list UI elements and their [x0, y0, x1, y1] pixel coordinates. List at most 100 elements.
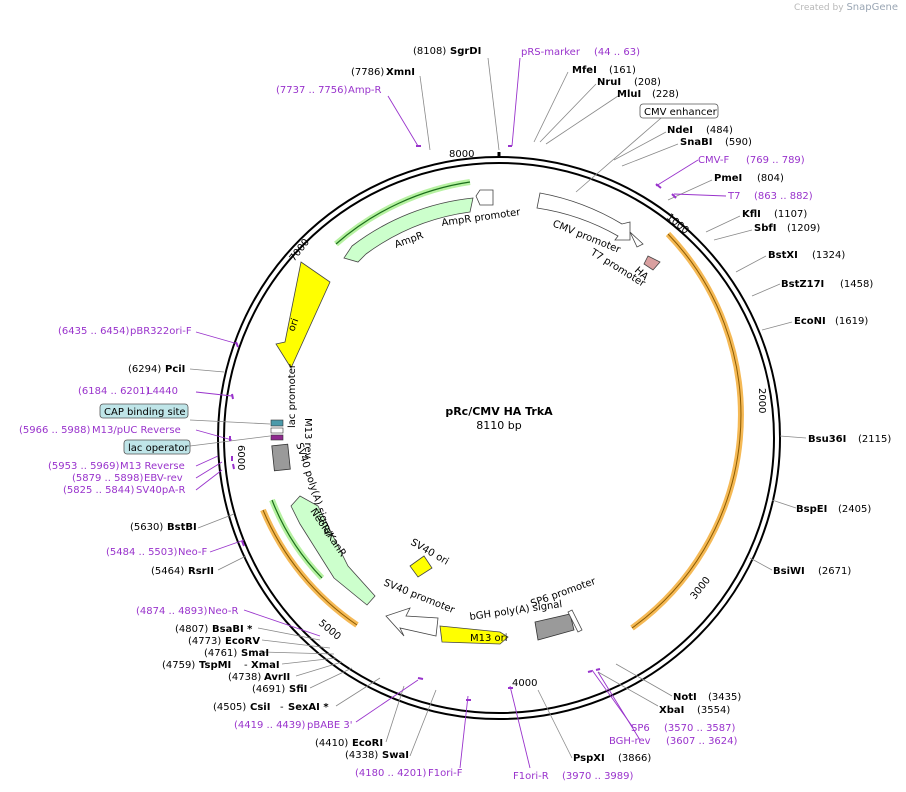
leader-xmai [281, 657, 337, 665]
primer-name-cmv-f: CMV-F [698, 155, 729, 166]
site-pos-bsu36i: (2115) [858, 434, 891, 445]
primer-pos-amp-r: (7737 .. 7756) [276, 85, 348, 96]
leader-pcii [189, 368, 225, 373]
leader-avrii [295, 661, 343, 677]
leader-neo-f [209, 539, 245, 553]
leader-rsrii [217, 555, 247, 571]
site-pos-noti: (3435) [708, 692, 741, 703]
site-pos-xmni: (7786) [351, 67, 384, 78]
site-pos-swai: (4338) [345, 750, 378, 761]
primer-pos-l4440: (6184 .. 6201) [78, 386, 150, 397]
site-name-swai: SwaI [382, 750, 409, 761]
site-name-noti: NotI [673, 692, 697, 703]
primer-pos-sp6: (3570 .. 3587) [664, 723, 736, 734]
tick-2000: 2000 [756, 388, 767, 413]
primer-name-pbabe: pBABE 3' [307, 720, 353, 731]
primer-name-t7: T7 [727, 191, 740, 202]
tick-5000: 5000 [316, 618, 343, 643]
site-pos-econi: (1619) [835, 316, 868, 327]
leader-bsiwi [749, 557, 773, 571]
primer-mark-pbabe [417, 677, 424, 680]
leader-prs-marker [511, 57, 521, 147]
primer-name-neo-f: Neo-F [178, 547, 208, 558]
primer-pos-m13rev: (5953 .. 5969) [48, 461, 120, 472]
tick-8000: 8000 [449, 149, 474, 160]
leader-bstbi [197, 513, 235, 529]
leader-noti [615, 663, 673, 697]
box-cap-binding [99, 403, 189, 419]
orf-arc-neo-line [262, 509, 358, 626]
leader-f1ori-r [509, 685, 531, 769]
primer-mark-neof [241, 540, 245, 547]
site-name-bstbi: BstBI [167, 522, 197, 533]
site-pos-bspei: (2405) [838, 504, 871, 515]
box-cmv-enhancer [639, 103, 719, 119]
site-name-avrii: AvrII [264, 672, 290, 683]
site-name-smai: SmaI [241, 648, 269, 659]
site-sep-xmai: - [244, 660, 248, 671]
site-name-ndei: NdeI [667, 125, 693, 136]
leader-snabi [621, 143, 679, 167]
site-name-xmai: XmaI [251, 660, 280, 671]
primer-mark-pbr [235, 341, 239, 348]
site-pos-pcii: (6294) [128, 364, 161, 375]
site-name-bsiwi: BsiWI [773, 566, 805, 577]
primer-name-f1ori-r: F1ori-R [513, 771, 549, 782]
label-m13-ori: M13 ori [470, 633, 508, 644]
feature-neokan [290, 495, 376, 606]
primer-name-pbr322ori-f: pBR322ori-F [130, 326, 192, 337]
feature-sp6-promoter [567, 609, 583, 633]
primer-name-f1ori-f: F1ori-F [428, 768, 463, 779]
primer-mark-ebv [232, 463, 235, 470]
site-pos-xbai: (3554) [697, 705, 730, 716]
primer-pos-m13puc: (5966 .. 5988) [19, 425, 91, 436]
site-name-rsrii: RsrII [188, 566, 214, 577]
leader-m13rev [195, 455, 219, 467]
tick-3000: 3000 [689, 575, 713, 602]
feature-cmv-promoter [536, 192, 631, 241]
site-pos-nrui: (208) [634, 77, 661, 88]
tick-7000: 7000 [288, 237, 312, 264]
feature-lac-block2 [270, 427, 284, 434]
site-pos-bstxi: (1324) [812, 250, 845, 261]
primer-pos-sv40pa: (5825 .. 5844) [63, 485, 135, 496]
site-pos-ecori: (4410) [315, 738, 348, 749]
leader-cap [189, 419, 271, 425]
site-name-mlui: MluI [617, 89, 641, 100]
leader-sbfi [713, 229, 753, 241]
leader-ecori [385, 685, 405, 743]
primer-mark-t7 [671, 193, 677, 199]
feature-ha [643, 255, 661, 271]
leader-l4440 [195, 391, 233, 397]
feature-m13-ori [439, 625, 509, 645]
leader-t7 [673, 193, 727, 197]
site-pos-csii: (4505) [213, 702, 246, 713]
primer-pos-t7: (863 .. 882) [754, 191, 813, 202]
site-pos-rsrii: (5464) [151, 566, 184, 577]
orf-arc-ampr-line [335, 181, 471, 245]
site-name-econi: EcoNI [794, 316, 826, 327]
site-name-pspxi: PspXI [573, 753, 605, 764]
primer-name-ebv: EBV-rev [144, 473, 183, 484]
tick-4000: 4000 [512, 678, 537, 689]
site-pos-snabi: (590) [725, 137, 752, 148]
leader-sv40pa [195, 469, 223, 491]
primer-mark-sp6 [587, 670, 593, 673]
feature-ori [275, 261, 331, 369]
leader-xmni [419, 75, 431, 151]
leader-nrui [539, 83, 597, 143]
site-name-bsu36i: Bsu36I [808, 434, 846, 445]
feature-ampr [343, 197, 474, 263]
site-name-ecorv: EcoRV [225, 636, 260, 647]
primer-pos-pbabe: (4419 .. 4439) [234, 720, 306, 731]
site-pos-smai: (4761) [204, 648, 237, 659]
site-name-sexai: SexAI * [288, 702, 329, 713]
primer-pos-f1ori-f: (4180 .. 4201) [355, 768, 427, 779]
primer-name-m13rev: M13 Reverse [120, 461, 185, 472]
site-name-nrui: NruI [597, 77, 621, 88]
site-name-bstxi: BstXI [768, 250, 798, 261]
leader-pspxi [537, 689, 573, 759]
primer-pos-cmv-f: (769 .. 789) [746, 155, 805, 166]
site-name-xbai: XbaI [659, 705, 684, 716]
leader-bgh-rev [597, 671, 641, 741]
